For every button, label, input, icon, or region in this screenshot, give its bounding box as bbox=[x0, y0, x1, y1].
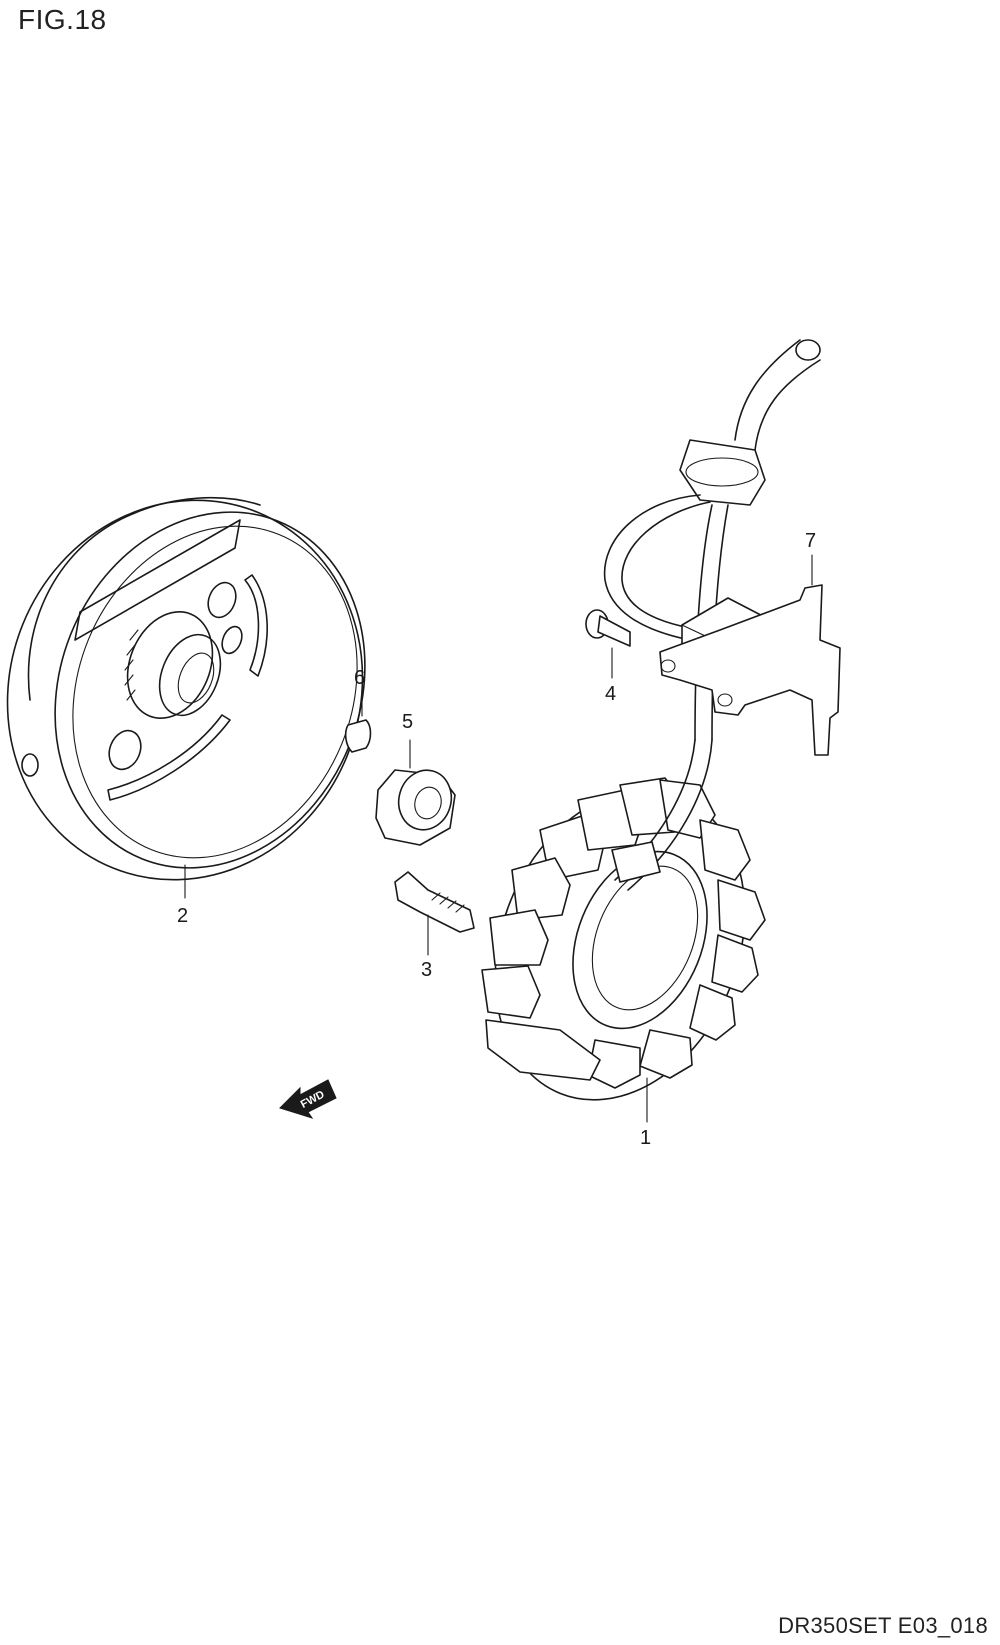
forward-direction-arrow-icon: FWD bbox=[279, 1079, 337, 1119]
flywheel-rotor bbox=[6, 496, 366, 899]
harness-bracket bbox=[659, 554, 841, 756]
callout-5: 5 bbox=[402, 711, 413, 733]
figure-title: FIG.18 bbox=[18, 4, 107, 35]
woodruff-key bbox=[344, 689, 372, 753]
rotor-nut bbox=[375, 739, 456, 846]
callout-4: 4 bbox=[605, 683, 616, 705]
callout-3: 3 bbox=[421, 959, 432, 981]
bracket-screw bbox=[585, 609, 631, 679]
callout-7: 7 bbox=[805, 530, 816, 552]
stator-bolt bbox=[394, 871, 475, 956]
stator-coil-assembly bbox=[481, 339, 821, 1123]
callout-1: 1 bbox=[640, 1127, 651, 1149]
drawing-code: DR350SET E03_018 bbox=[778, 1613, 988, 1638]
callout-6: 6 bbox=[354, 667, 365, 689]
callout-2: 2 bbox=[177, 905, 188, 927]
